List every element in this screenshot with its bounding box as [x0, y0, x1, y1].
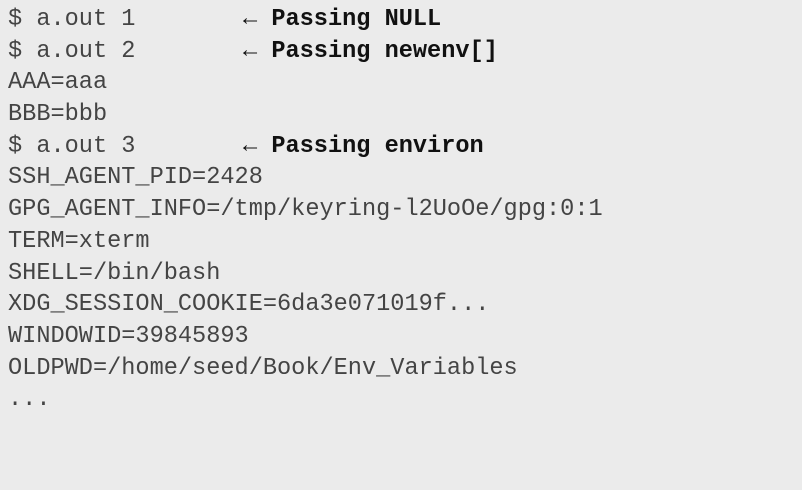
output-line: GPG_AGENT_INFO=/tmp/keyring-l2UoOe/gpg:0… [8, 196, 603, 224]
command-line: $ a.out 1 ← Passing NULL [8, 4, 802, 36]
command-annotation: ← Passing NULL [243, 6, 442, 33]
command-line: $ a.out 3 ← Passing environ [8, 131, 802, 163]
command-annotation: ← Passing newenv[] [243, 37, 498, 65]
output-line: WINDOWID=39845893 [8, 322, 249, 350]
output-line: ... [8, 386, 51, 414]
output-line: AAA=aaa [8, 69, 108, 97]
output-line: OLDPWD=/home/seed/Book/Env_Variables [8, 354, 518, 382]
output-line: SHELL=/bin/bash [8, 259, 221, 287]
output-line: SSH_AGENT_PID=2428 [8, 164, 263, 192]
output-line: BBB=bbb [8, 101, 108, 129]
command-text: $ a.out 1 [8, 6, 136, 33]
output-line: XDG_SESSION_COOKIE=6da3e071019f... [8, 291, 490, 319]
command-annotation: ← Passing environ [243, 132, 484, 160]
command-text: $ a.out 2 [8, 37, 136, 65]
output-line: TERM=xterm [8, 227, 150, 255]
command-line: $ a.out 2 ← Passing newenv[] [8, 36, 802, 68]
command-text: $ a.out 3 [8, 132, 136, 160]
